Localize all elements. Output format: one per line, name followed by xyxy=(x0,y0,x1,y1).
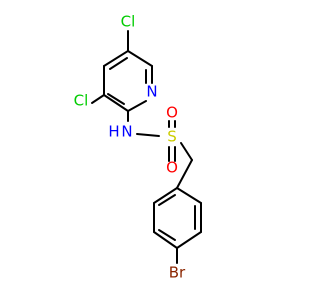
sulfonyl-oxygen-bottom-label: O xyxy=(166,159,178,177)
bond-b3-b4-inner xyxy=(158,229,176,241)
chlorine-top-label: Cl xyxy=(121,13,136,31)
bond-b6-b1 xyxy=(176,187,202,204)
bond-ch2-phenyl xyxy=(176,159,193,189)
bond-c3-cl xyxy=(91,94,105,104)
molecule-canvas: Cl Cl N H N O S O Br xyxy=(74,13,202,282)
bond-b1-b2 xyxy=(153,187,178,204)
bond-b1-b2-inner xyxy=(158,194,176,206)
bromine-label: Br xyxy=(169,264,186,282)
bond-n1-c2 xyxy=(127,100,147,112)
bond-b3-b4 xyxy=(153,231,178,249)
bond-s-ch2 xyxy=(180,142,193,161)
bond-c5-c6 xyxy=(127,50,153,67)
sulfonyl-oxygen-top-label: O xyxy=(166,104,178,122)
pyridine-ring xyxy=(103,50,153,112)
amine-nitrogen-label: N xyxy=(121,123,132,141)
chlorine-left-label: Cl xyxy=(74,92,89,110)
sulfur-label: S xyxy=(167,128,177,146)
pyridine-nitrogen-label: N xyxy=(146,83,157,101)
bond-c4-c5-inner xyxy=(109,57,128,70)
bond-c4-c5 xyxy=(103,50,129,67)
benzene-ring xyxy=(153,187,202,249)
bond-c2-c3-inner xyxy=(107,93,125,105)
molecule-structure: Cl Cl N H N O S O Br xyxy=(74,13,202,282)
amine-hydrogen-label: H xyxy=(108,123,119,141)
bond-nh-s xyxy=(136,133,160,137)
bond-b4-b5 xyxy=(176,231,202,249)
bond-c2-c3 xyxy=(103,94,129,112)
